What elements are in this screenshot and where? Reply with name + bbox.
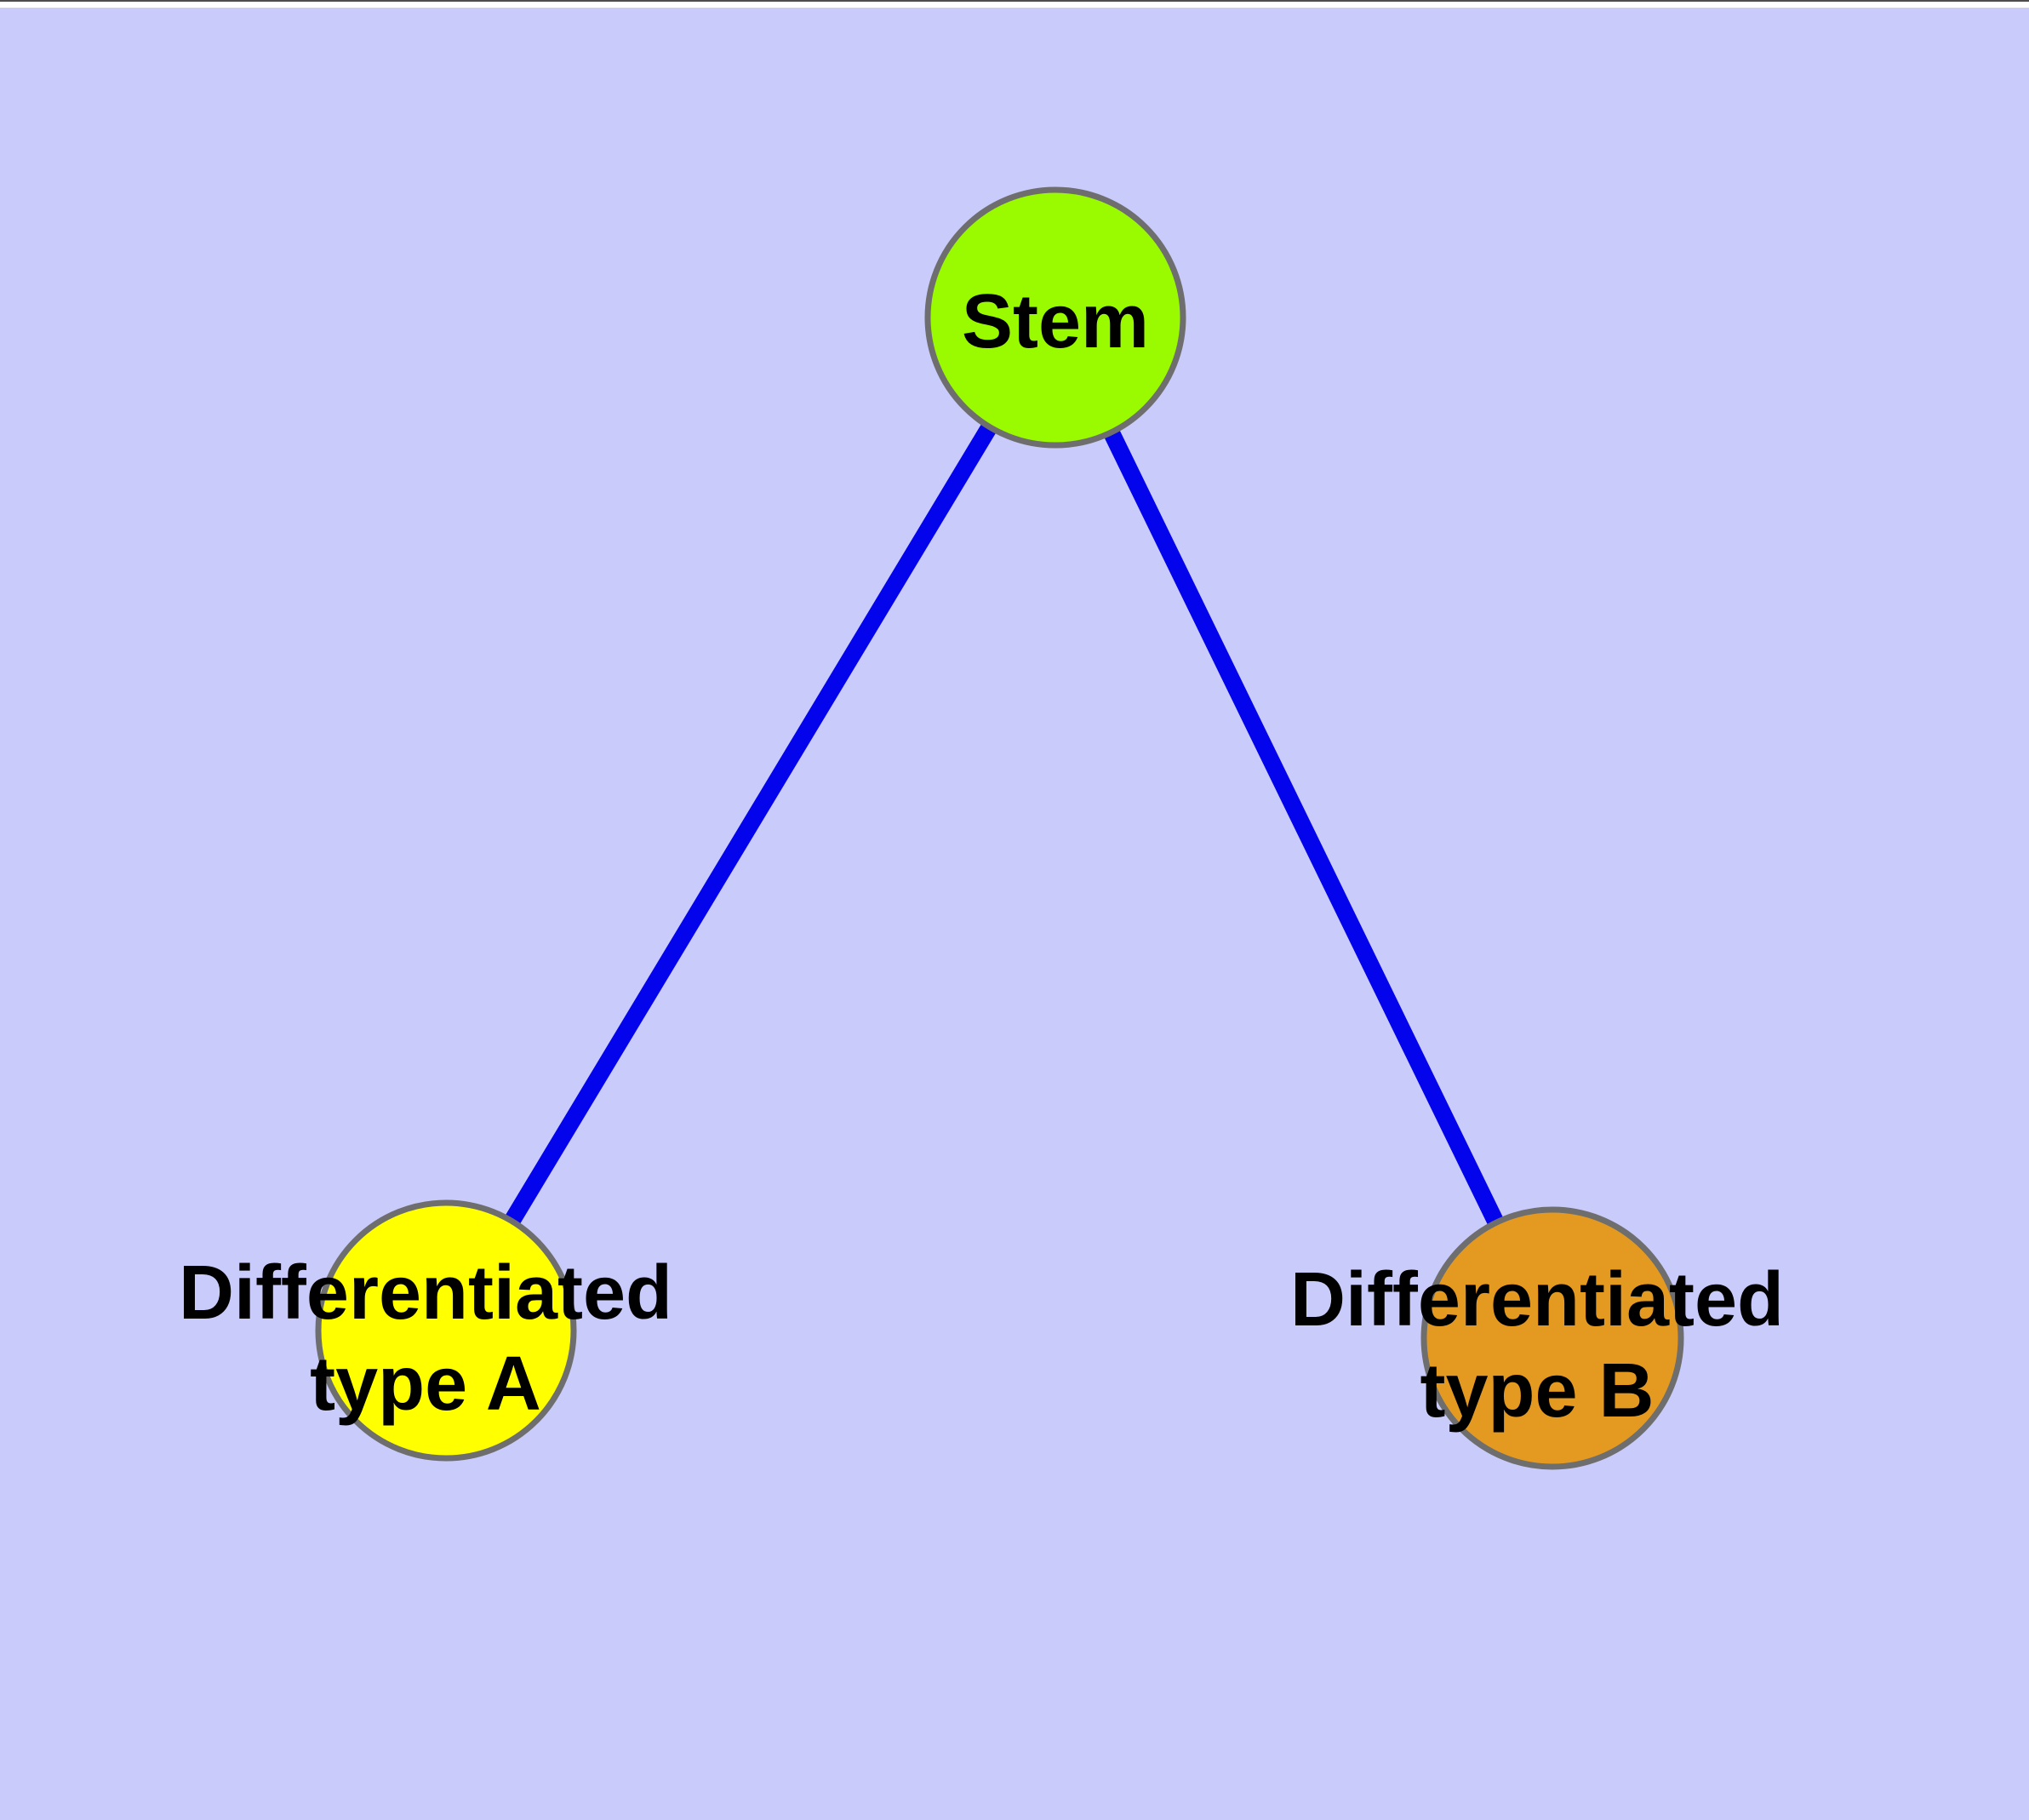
type-b-node-label-line2: type B	[1420, 1348, 1654, 1434]
type-a-node-label-line2: type A	[310, 1342, 541, 1427]
edge-stem-to-typeA	[438, 312, 1063, 1336]
differentiated-type-a-node-circle	[315, 1199, 577, 1462]
stem-node-circle	[924, 186, 1186, 449]
top-border-line	[0, 0, 2029, 2]
type-a-node-label-line1: Differentiated	[179, 1251, 672, 1336]
edge-stem-to-typeB	[1048, 313, 1560, 1342]
type-b-node-label-line1: Differentiated	[1290, 1257, 1784, 1342]
differentiated-type-b-node-circle	[1420, 1206, 1684, 1470]
stem-node-label: Stem	[962, 279, 1149, 364]
